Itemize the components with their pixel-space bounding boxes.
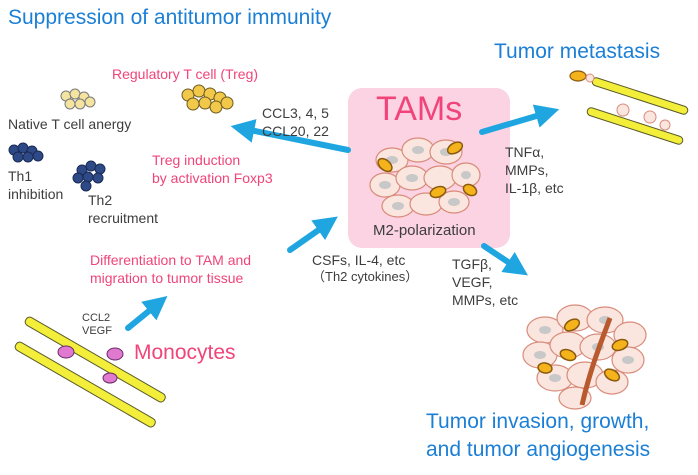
csf-label-2: （Th2 cytokines） [312,269,419,284]
th1-label-2: inhibition [8,186,64,202]
native-t-cell-cluster [60,88,96,110]
treg-cell-cluster [181,84,234,114]
th2-label-1: Th2 [88,192,113,208]
tgf-label-2: VEGF, [452,274,493,290]
arrow-to-invasion [481,243,528,276]
differentiation-label-1: Differentiation to TAM and [90,252,252,268]
title-suppression: Suppression of antitumor immunity [8,6,332,29]
arrow-to-tams [287,216,338,253]
tnf-label-1: TNFα, [505,144,545,160]
treg-label: Regulatory T cell (Treg) [112,66,259,82]
tams-label: TAMs [376,90,463,128]
monocytes-label: Monocytes [134,341,236,364]
tnf-label-2: MMPs, [505,162,549,178]
native-anergy-label: Native T cell anergy [8,116,132,132]
m2-polarization-label: M2-polarization [373,222,476,239]
ccl-label-2: CCL20, 22 [262,123,329,139]
tgf-label-3: MMPs, etc [452,292,519,308]
tnf-label-3: IL-1β, etc [505,180,564,196]
metastasis-vessel [569,70,689,145]
ccl2-label: CCL2 [82,312,111,324]
invasion-tumor-cluster [522,304,647,410]
arrow-from-monocytes [125,295,168,331]
ccl-label-1: CCL3, 4, 5 [262,105,329,121]
csf-label-1: CSFs, IL-4, etc [312,252,406,268]
th2-label-2: recruitment [88,210,159,226]
vegf-label: VEGF [82,325,112,337]
title-invasion-1: Tumor invasion, growth, [426,410,650,433]
tam-cell-cluster [369,137,481,218]
arrow-to-metastasis [479,104,560,135]
title-invasion-2: and tumor angiogenesis [426,438,651,461]
arrow-to-suppression [230,119,351,153]
differentiation-label-2: migration to tumor tissue [90,270,244,286]
th1-cell-cluster [8,142,44,163]
treg-induction-2: by activation Foxp3 [152,170,273,186]
monocyte-vessel [14,316,166,428]
th1-label-1: Th1 [8,168,33,184]
title-metastasis: Tumor metastasis [494,40,661,63]
th2-cell-cluster [72,160,106,192]
tgf-label-1: TGFβ, [452,256,492,272]
treg-induction-1: Treg induction [152,152,241,168]
